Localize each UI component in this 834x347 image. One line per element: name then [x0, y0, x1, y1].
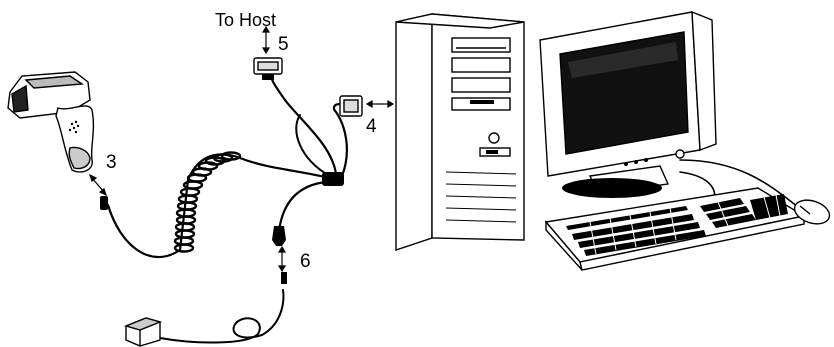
- label-5: 5: [278, 34, 289, 55]
- crt-monitor-icon: [540, 12, 716, 198]
- power-plug-icon: [272, 226, 287, 284]
- arrow-6: [279, 247, 285, 271]
- db9-connector-icon: [340, 96, 362, 116]
- host-cable-db25: [270, 74, 336, 174]
- pc-tower-icon: [396, 14, 524, 250]
- power-adapter-icon: [126, 318, 160, 346]
- to-host-label: To Host: [215, 10, 276, 30]
- label-6: 6: [300, 251, 311, 272]
- scanner-cable: [108, 154, 330, 257]
- label-4: 4: [366, 116, 377, 137]
- db25-connector-icon: [254, 58, 282, 80]
- arrow-4: [367, 101, 393, 107]
- power-cable-upper: [278, 182, 326, 232]
- keyboard-icon: [546, 188, 804, 270]
- handheld-barcode-scanner-icon: [8, 72, 108, 210]
- power-cable-lower: [160, 290, 283, 343]
- coiled-cord: [175, 153, 240, 252]
- label-3: 3: [106, 152, 117, 173]
- arrow-5: [263, 27, 269, 53]
- arrow-3: [90, 175, 106, 195]
